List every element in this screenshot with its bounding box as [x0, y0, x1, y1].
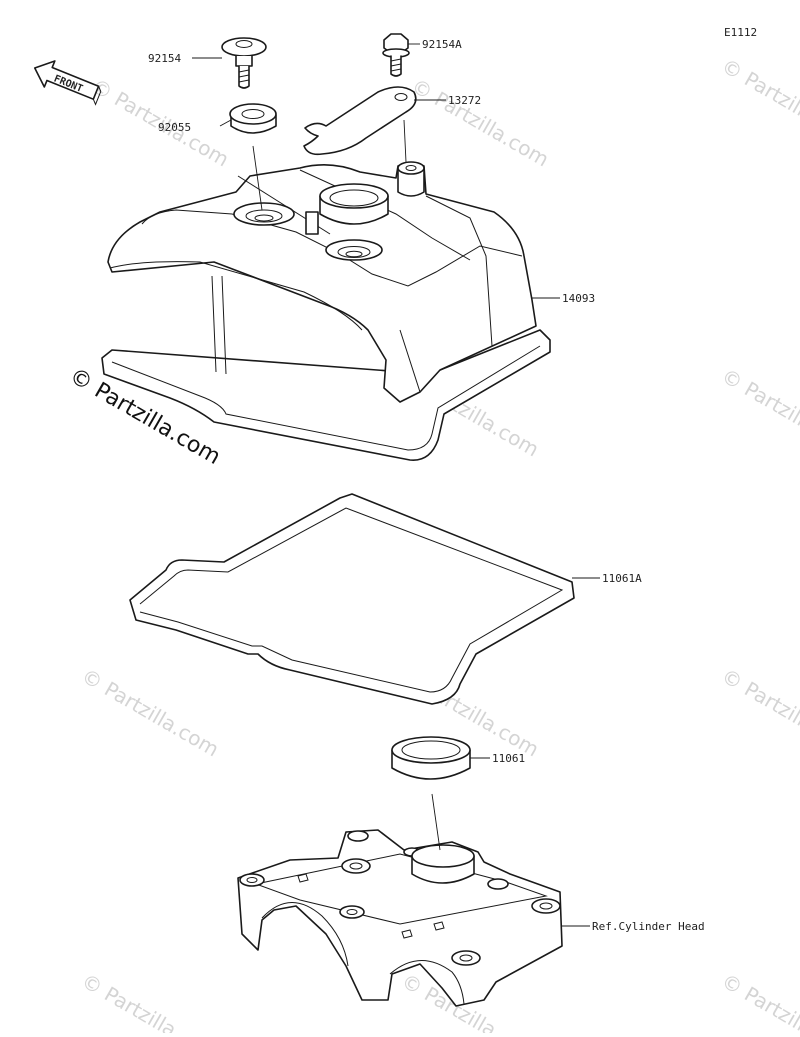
bolt-92154 — [222, 38, 266, 88]
watermark-text: © Partzilla.com — [718, 969, 800, 1033]
watermark-text: © Partzilla.com — [718, 664, 800, 762]
callout-11061a: 11061A — [602, 572, 642, 585]
callout-14093: 14093 — [562, 292, 595, 305]
front-arrow: FRONT — [30, 55, 105, 107]
seal-11061 — [392, 737, 470, 779]
callout-92154: 92154 — [148, 52, 181, 65]
callout-92055: 92055 — [158, 121, 191, 134]
callout-13272: 13272 — [448, 94, 481, 107]
watermark-text: © Partzilla.com — [718, 54, 800, 152]
callout-ref-cylinder-head: Ref.Cylinder Head — [592, 920, 705, 933]
bracket-13272 — [304, 87, 416, 154]
cylinder-head-ref — [238, 830, 562, 1006]
watermark-text: © Partzilla.com — [408, 74, 554, 172]
callout-11061: 11061 — [492, 752, 525, 765]
watermark-text: © Partzilla.com — [718, 364, 800, 462]
grommet-92055 — [230, 104, 276, 133]
watermark-text: © Partzilla.com — [78, 969, 224, 1033]
bolt-92154a — [383, 34, 409, 76]
callout-92154a: 92154A — [422, 38, 462, 51]
gasket-11061a — [130, 494, 574, 704]
watermark-text: © Partzilla.com — [78, 664, 224, 762]
diagram-code: E1112 — [724, 26, 757, 39]
